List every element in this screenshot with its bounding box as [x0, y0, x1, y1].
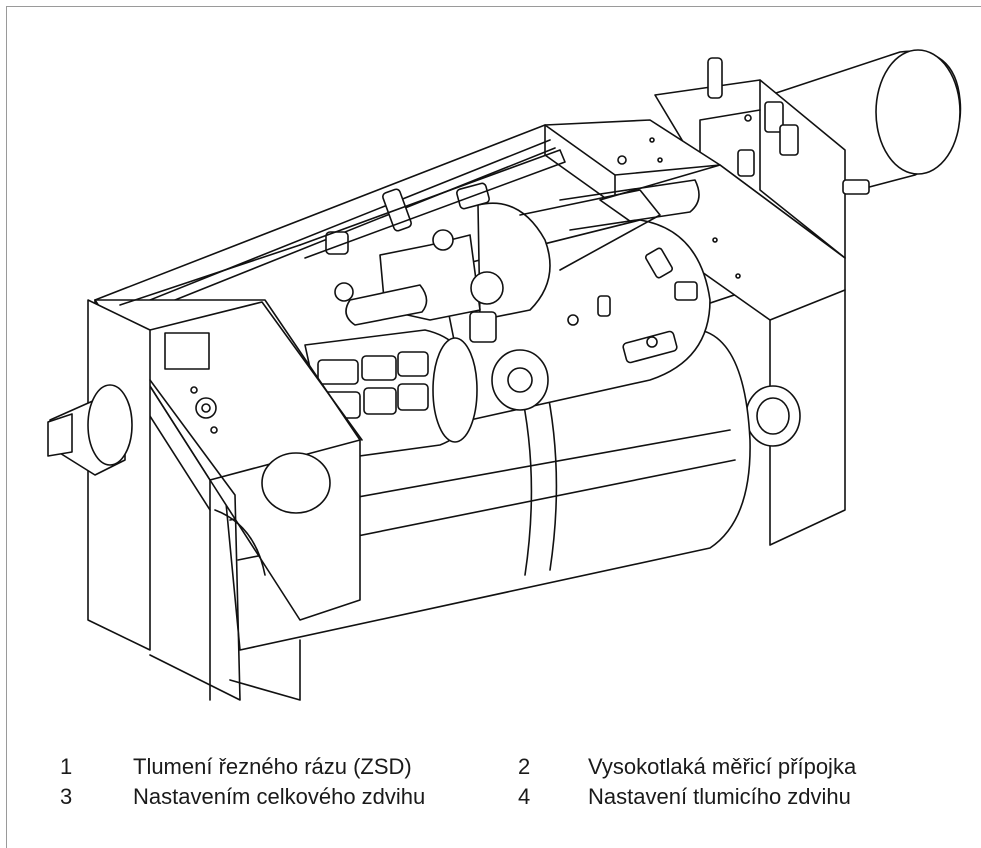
legend-row-2: 3 Nastavením celkového zdvihu 4 Nastaven…	[0, 782, 981, 812]
legend-row-1: 1 Tlumení řezného rázu (ZSD) 2 Vysokotla…	[0, 752, 981, 782]
legend-number: 2	[518, 754, 531, 779]
legend-number: 1	[60, 754, 73, 779]
legend-label: Nastavením celkového zdvihu	[133, 784, 426, 809]
pneumatic-cylinder-drawing-icon	[47, 49, 962, 701]
legend-number: 3	[60, 784, 73, 809]
legend-label: Tlumení řezného rázu (ZSD)	[133, 754, 412, 779]
legend-label: Nastavení tlumicího zdvihu	[588, 784, 851, 809]
figure-frame	[6, 6, 981, 848]
legend-label: Vysokotlaká měřicí přípojka	[588, 754, 857, 779]
legend-number: 4	[518, 784, 531, 809]
